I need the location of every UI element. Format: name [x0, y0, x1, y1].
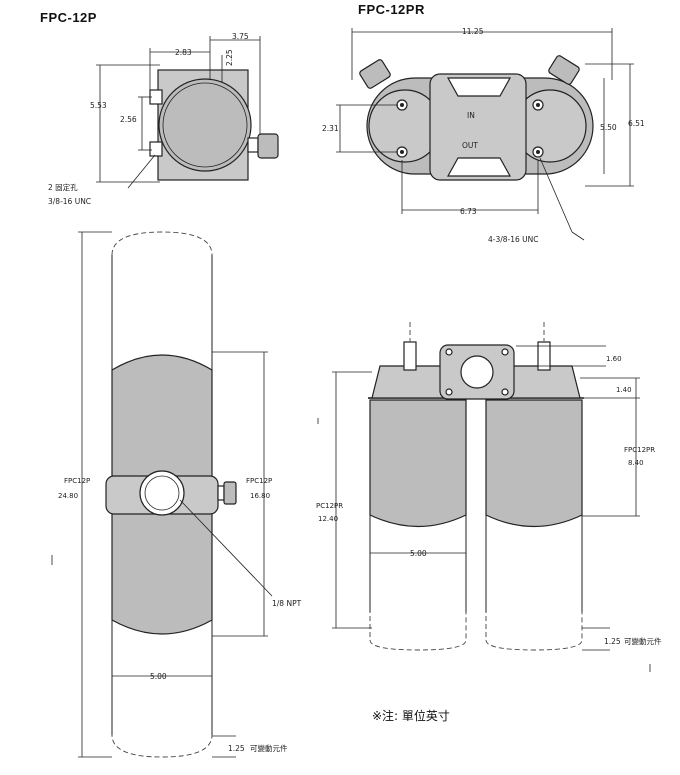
dim-550: 5.50 [600, 123, 617, 132]
removal-value-pr: 1.25 [604, 637, 621, 646]
element-label: FPC12P [246, 477, 272, 485]
fpc12pr-port [460, 355, 494, 389]
removal-text: 可變動元件 [250, 743, 288, 753]
dim-283: 2.83 [175, 48, 192, 57]
fpc12p-top-bolt-lower [149, 141, 163, 157]
fpc12pr-top-center-block [429, 73, 527, 181]
fpc12pr-side-view: 1.60 1.40 FPC12PR 8.40 PC12PR 12.40 5.00… [316, 322, 662, 672]
fpc12p-top-indicator [257, 133, 279, 159]
fpc12p-side-view: FPC12P 24.80 FPC12P 16.80 1/8 NPT 5.00 1… [51, 231, 302, 758]
element-value: 16.80 [250, 492, 270, 500]
overall-label: FPC12P [64, 477, 90, 485]
holes-4-label: 4-3/8-16 UNC [488, 235, 539, 244]
fpc12p-port [139, 470, 185, 516]
fpc12pr-top-view: IN OUT 11.25 2.31 5.50 6.51 6.73 4-3/8-1… [322, 27, 645, 244]
fpc12p-top-view: 2.83 3.75 2.25 5.53 2.56 2 固定孔 3/8-16 UN… [48, 32, 279, 206]
label-in: IN [467, 111, 475, 120]
unit-note: ※注: 單位英寸 [372, 708, 450, 723]
right-value: 8.40 [628, 459, 644, 467]
fpc12p-lower-bowl [111, 511, 213, 635]
dim-231: 2.31 [322, 124, 339, 133]
fpc12pr-top-indicator-right [548, 55, 580, 85]
dim-160: 1.60 [606, 355, 622, 363]
left-value: 12.40 [318, 515, 338, 523]
port-label: 1/8 NPT [272, 599, 302, 608]
dim-225: 2.25 [225, 49, 234, 66]
holes-label-1: 2 固定孔 [48, 182, 78, 192]
holes-label-2: 3/8-16 UNC [48, 197, 91, 206]
title-fpc12p: FPC-12P [40, 10, 97, 25]
dim-1125: 11.25 [462, 27, 484, 36]
fpc12pr-top-indicator-left [359, 59, 391, 89]
fpc12pr-left-bowl [369, 399, 467, 528]
right-label: FPC12PR [624, 446, 655, 454]
width-500-pr: 5.00 [410, 549, 427, 558]
removal-text-pr: 可變動元件 [624, 636, 662, 646]
dim-375: 3.75 [232, 32, 249, 41]
dim-673: 6.73 [460, 207, 477, 216]
dim-553: 5.53 [90, 101, 107, 110]
fpc12pr-right-bowl [485, 399, 583, 528]
dim-256: 2.56 [120, 115, 137, 124]
width-500: 5.00 [150, 672, 167, 681]
fpc12p-top-bowl [158, 78, 252, 172]
overall-value: 24.80 [58, 492, 78, 500]
label-out: OUT [462, 141, 478, 150]
removal-value: 1.25 [228, 744, 245, 753]
title-fpc12pr: FPC-12PR [358, 2, 425, 17]
dim-140: 1.40 [616, 386, 632, 394]
dim-651: 6.51 [628, 119, 645, 128]
fpc12p-upper-bowl [111, 354, 213, 479]
left-label: PC12PR [316, 502, 343, 510]
